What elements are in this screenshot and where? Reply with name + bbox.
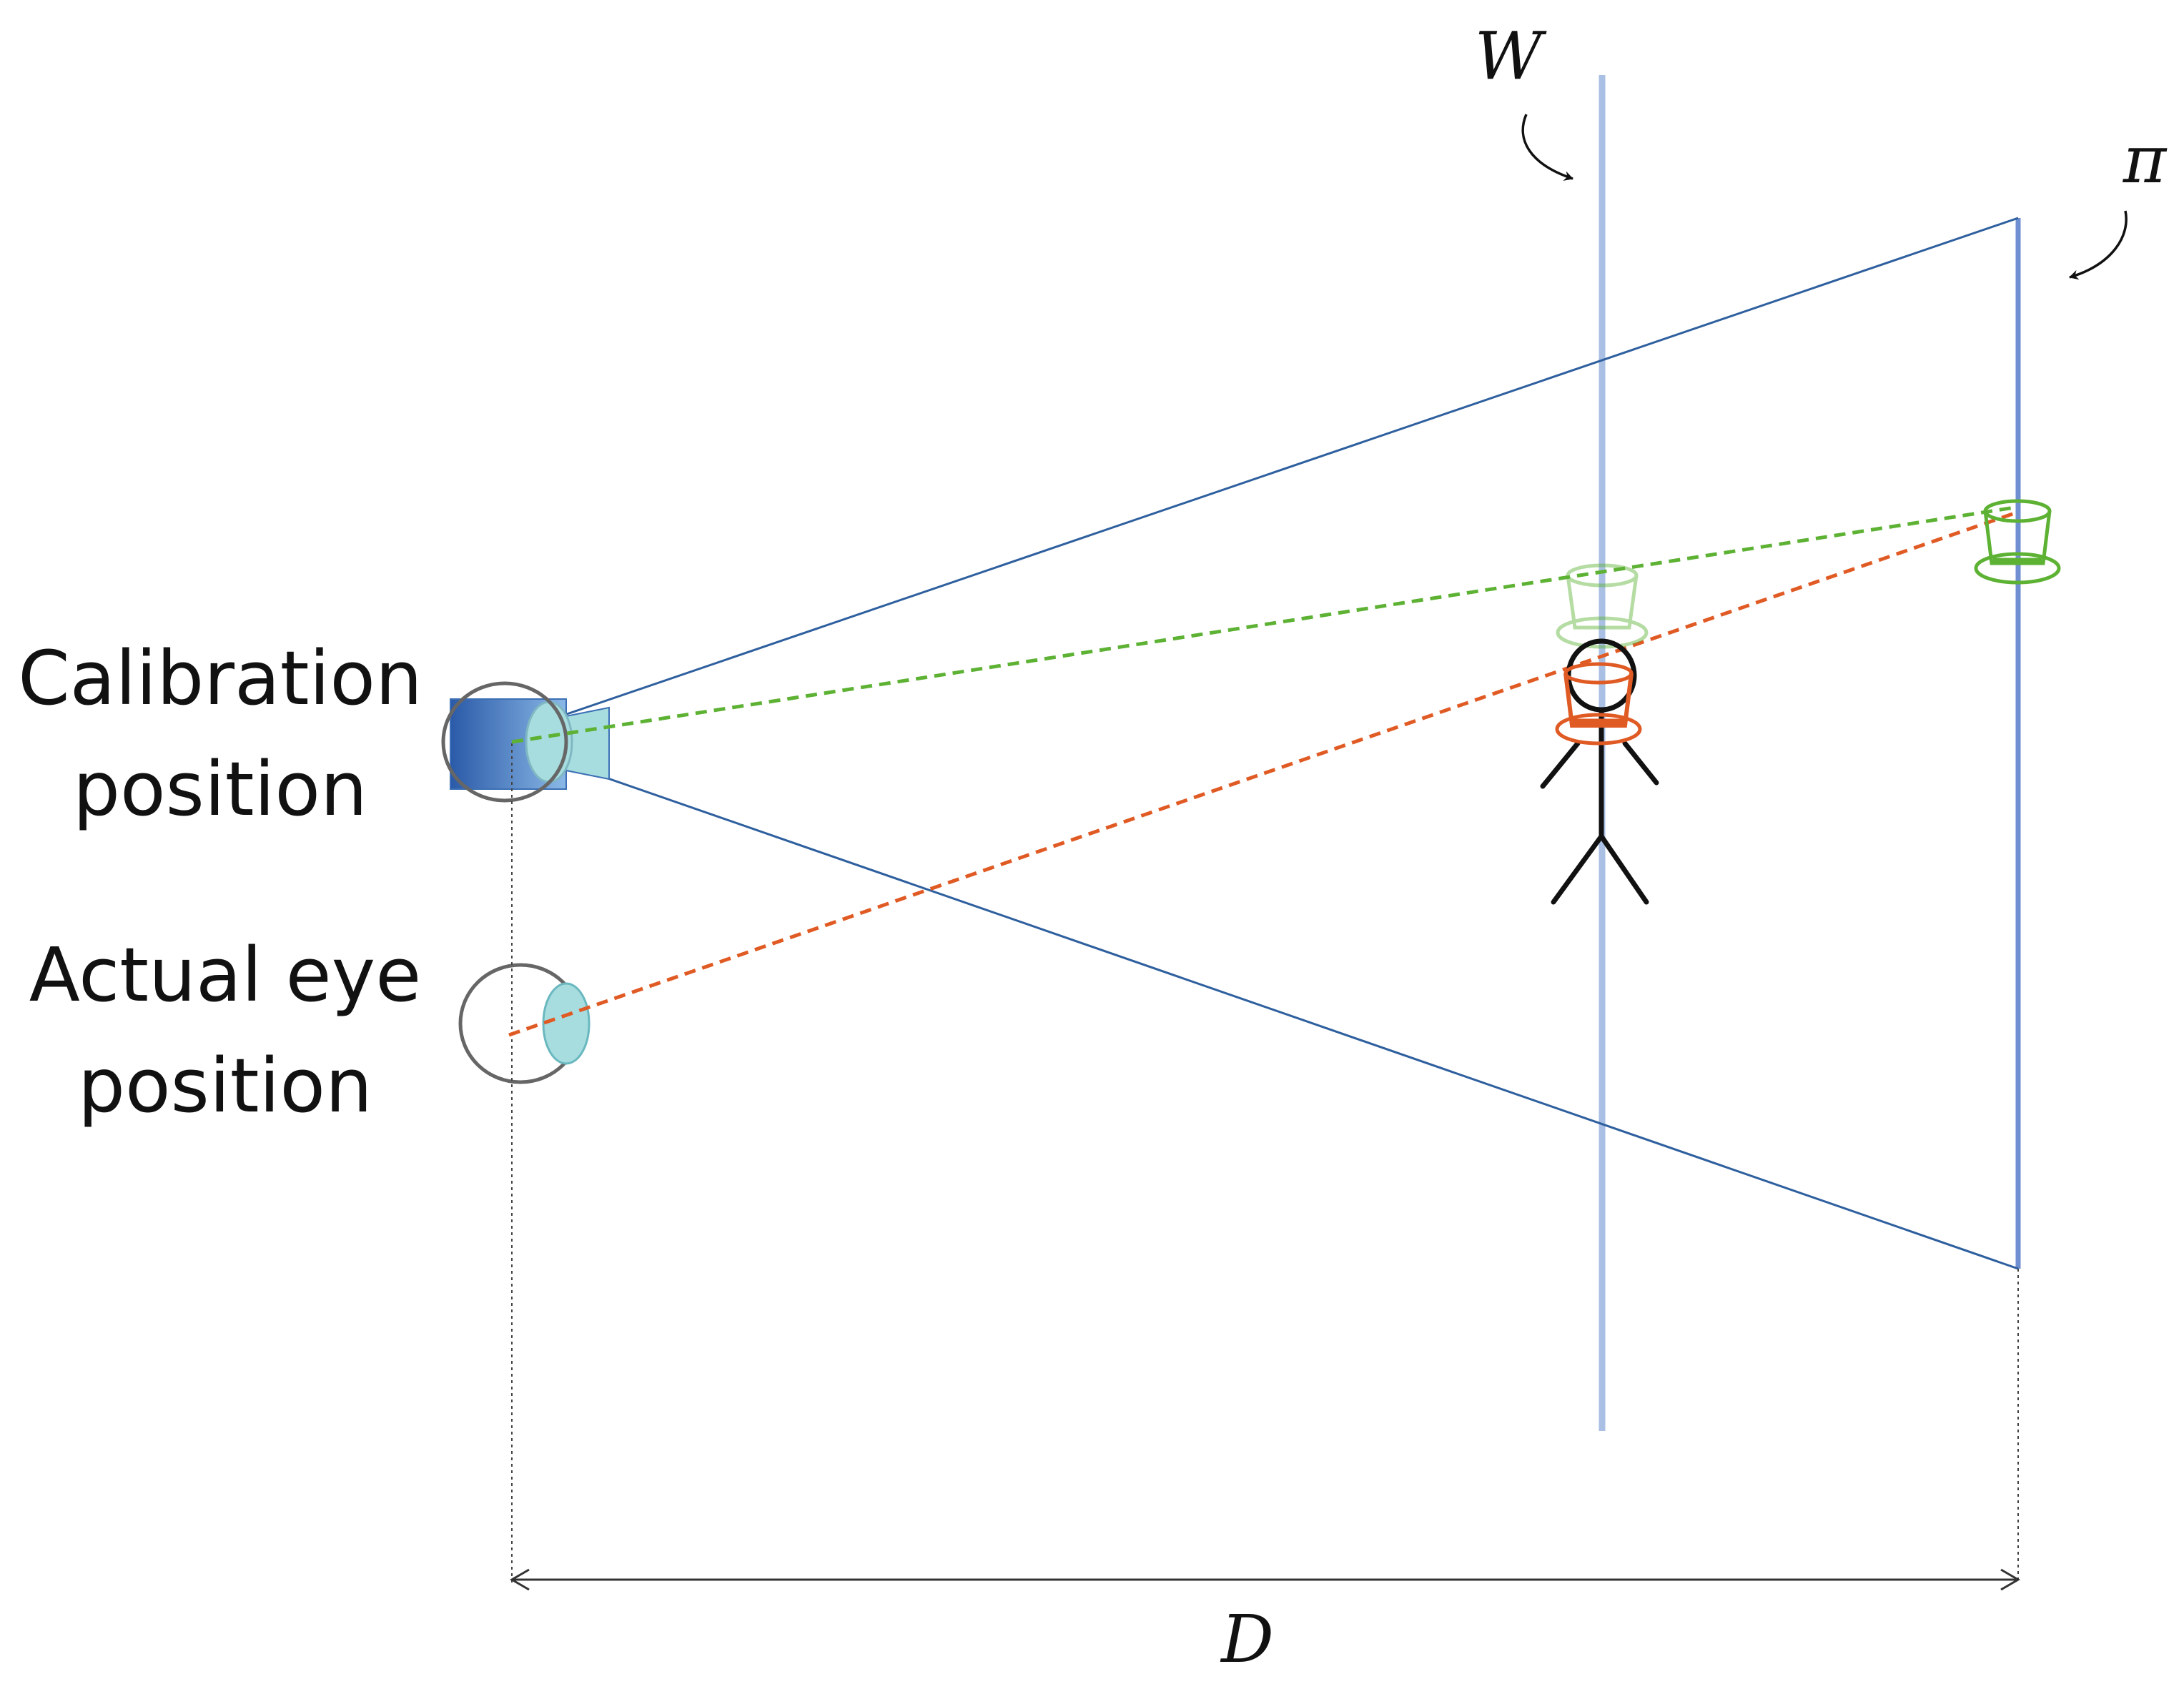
distance-symbol-d: D	[1220, 1601, 1274, 1678]
calibration-label-line1: Calibration	[18, 635, 423, 722]
stick-figure-icon	[1540, 638, 1659, 905]
projected-hat-icon	[1555, 662, 1642, 746]
camera-icon	[450, 698, 610, 790]
calibration-eye-icon	[441, 681, 568, 803]
green-ray	[511, 505, 2015, 744]
frustum-bottom-edge	[564, 762, 2019, 1270]
pi-pointer-arrow	[2069, 210, 2128, 280]
virtual-hat-icon	[1556, 563, 1649, 649]
plane-symbol-pi: π	[2123, 122, 2168, 198]
actual-eye-icon	[458, 963, 591, 1084]
distance-dimension	[510, 1568, 2020, 1591]
frustum-top-edge	[564, 217, 2019, 716]
window-symbol-w: W	[1475, 18, 1547, 94]
w-pointer-arrow	[1521, 114, 1573, 181]
real-hat-icon	[1974, 499, 2061, 585]
actual-eye-label-line1: Actual eye	[29, 931, 421, 1019]
orange-ray	[508, 511, 2015, 1037]
actual-eye-label-line2: position	[78, 1042, 372, 1129]
calibration-label-line2: position	[73, 746, 367, 833]
